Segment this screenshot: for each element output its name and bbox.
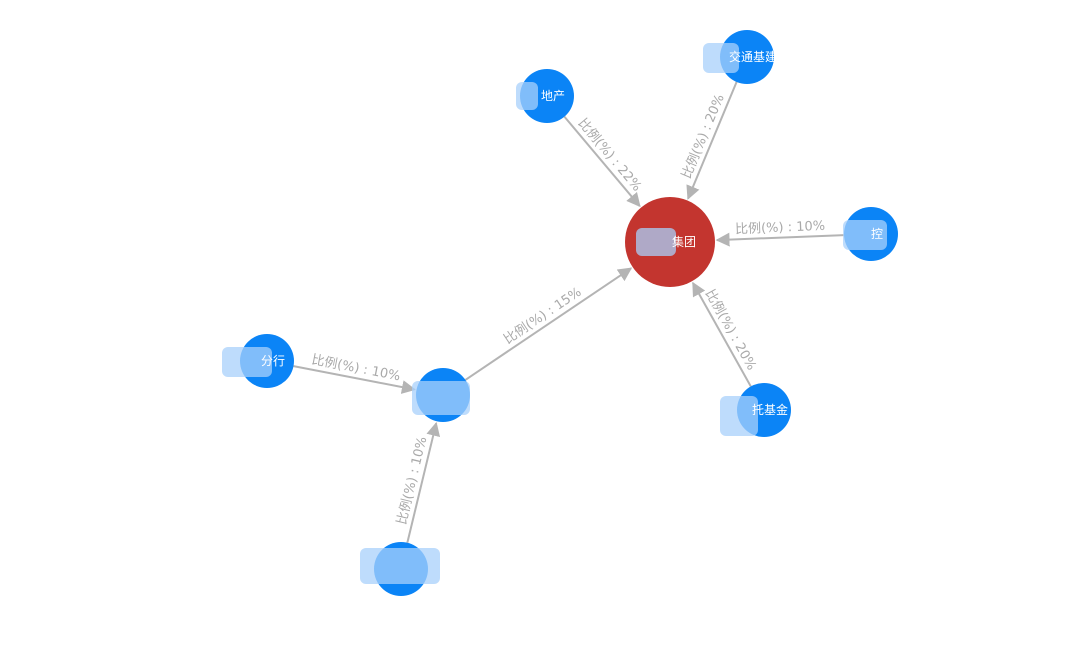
edge-label: 比例(%) : 20%: [679, 92, 727, 181]
edges-layer: 比例(%) : 22% 比例(%) : 20% 比例(%) : 10% 比例(%) :…: [293, 81, 845, 543]
node-label: 集团: [672, 234, 696, 249]
redaction-blur: [636, 228, 676, 256]
edge-label: 比例(%) : 10%: [310, 353, 401, 385]
node-label: 交通基建: [729, 49, 777, 64]
redaction-blur: [360, 548, 440, 584]
node-n2[interactable]: 交通基建: [703, 30, 777, 84]
edge-n2-to-center[interactable]: 比例(%) : 20%: [679, 81, 738, 200]
redaction-blur: [720, 396, 758, 436]
edge-label: 比例(%) : 22%: [575, 116, 644, 195]
edge-n1-to-center[interactable]: 比例(%) : 22%: [563, 116, 644, 208]
redaction-blur: [222, 347, 272, 377]
node-n3[interactable]: 控: [843, 207, 898, 261]
redaction-blur: [843, 220, 887, 250]
edge-mid-to-center[interactable]: 比例(%) : 15%: [464, 267, 633, 381]
edge-label: 比例(%) : 15%: [501, 285, 584, 348]
node-label: 托基金: [752, 402, 788, 417]
edge-label: 比例(%) : 10%: [395, 435, 431, 526]
node-n5[interactable]: 分行: [222, 334, 294, 388]
redaction-blur: [412, 381, 470, 415]
node-label: 分行: [261, 354, 285, 368]
edge-arrow[interactable]: [464, 267, 633, 381]
edge-arrow[interactable]: [563, 116, 641, 208]
node-label: 控: [871, 227, 883, 241]
edge-n5-to-mid[interactable]: 比例(%) : 10%: [293, 353, 416, 394]
edge-label: 比例(%) : 20%: [702, 287, 759, 373]
edge-arrow[interactable]: [692, 281, 752, 387]
edge-arrow[interactable]: [715, 232, 845, 247]
edge-n3-to-center[interactable]: 比例(%) : 10%: [715, 219, 845, 247]
edge-n4-to-center[interactable]: 比例(%) : 20%: [692, 281, 759, 387]
node-center[interactable]: 集团: [625, 197, 715, 287]
node-mid[interactable]: [412, 368, 470, 422]
node-n6[interactable]: [360, 542, 440, 596]
edge-arrow[interactable]: [406, 421, 441, 543]
redaction-blur: [703, 43, 739, 73]
edge-arrow[interactable]: [686, 81, 738, 200]
redaction-blur: [516, 82, 538, 110]
node-label: 地产: [541, 89, 565, 103]
edge-n6-to-mid[interactable]: 比例(%) : 10%: [395, 421, 441, 543]
node-n4[interactable]: 托基金: [720, 383, 791, 437]
node-n1[interactable]: 地产: [516, 69, 574, 123]
edge-label: 比例(%) : 10%: [735, 219, 826, 238]
edge-arrow[interactable]: [293, 365, 416, 394]
